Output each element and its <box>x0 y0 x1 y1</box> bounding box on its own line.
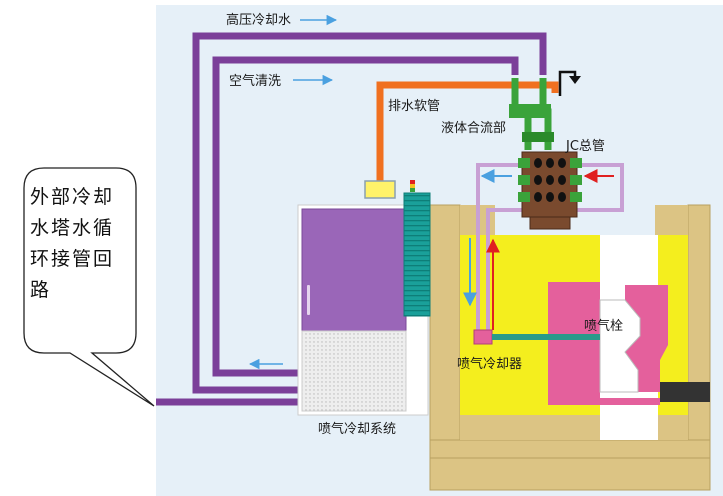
spray-pin-shape <box>599 299 641 393</box>
callout-bubble <box>23 167 155 407</box>
label-liquid-merge: 液体合流部 <box>441 121 506 136</box>
jc-manifold <box>518 151 582 230</box>
purple-water-lines <box>156 32 547 406</box>
label-jc-main: JC总管 <box>565 139 605 154</box>
callout-text: 外部冷却水塔水循环接管回路 <box>30 186 115 301</box>
mold-rod-end <box>600 398 660 405</box>
mold-rod <box>660 382 710 402</box>
high-pressure-water-loop <box>192 32 547 394</box>
mold-tan-base <box>429 439 711 491</box>
manifold-loops <box>476 163 624 330</box>
label-spray-pin: 喷气栓 <box>584 318 623 334</box>
merge-fitting <box>509 104 551 118</box>
spray-cooler-block <box>473 329 493 345</box>
label-spray-system: 喷气冷却系统 <box>318 421 396 437</box>
mold-assembly <box>429 204 711 491</box>
label-high-pressure-water: 高压冷却水 <box>226 12 291 28</box>
mold-tan-top-right <box>655 205 688 235</box>
air-clean-loop <box>212 56 519 377</box>
merge-fitting-lower <box>522 132 554 142</box>
spray-cooler-pipe <box>492 334 600 340</box>
label-drain-hose: 排水软管 <box>388 99 440 114</box>
label-spray-cooler: 喷气冷却器 <box>457 356 522 372</box>
label-air-clean: 空气清洗 <box>229 73 281 89</box>
spray-cooling-cabinet <box>297 180 431 416</box>
drain-hose-pipe <box>376 81 559 182</box>
